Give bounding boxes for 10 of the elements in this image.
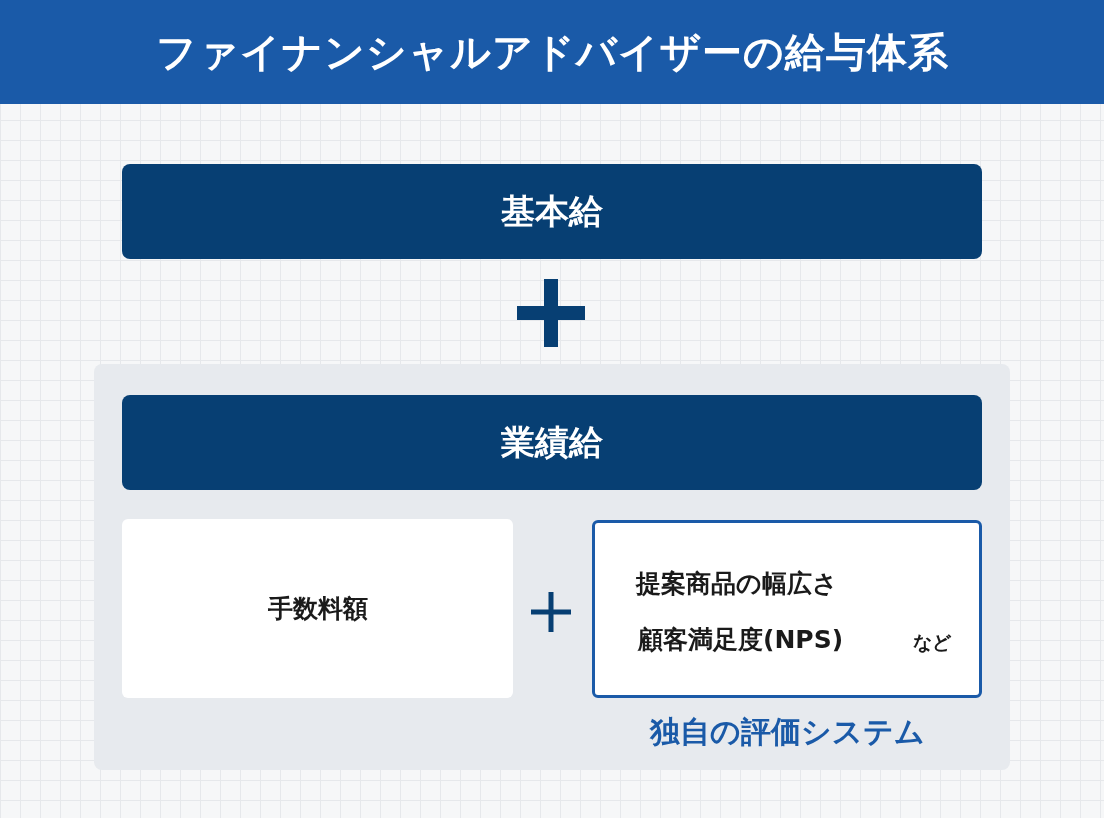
item-text: 顧客満足度(NPS) — [638, 624, 844, 656]
panel-background — [94, 364, 1010, 770]
salary-box: 基本給 — [122, 164, 982, 259]
evaluation-box — [592, 520, 982, 698]
salary-box: 業績給 — [122, 395, 982, 490]
item-text: 提案商品の幅広さ — [636, 568, 838, 600]
title-banner: ファイナンシャルアドバイザーの給与体系 — [0, 0, 1104, 104]
item-note: など — [913, 630, 951, 655]
caption-text: 独自の評価システム — [648, 713, 926, 751]
item-box: 手数料額 — [122, 519, 513, 698]
